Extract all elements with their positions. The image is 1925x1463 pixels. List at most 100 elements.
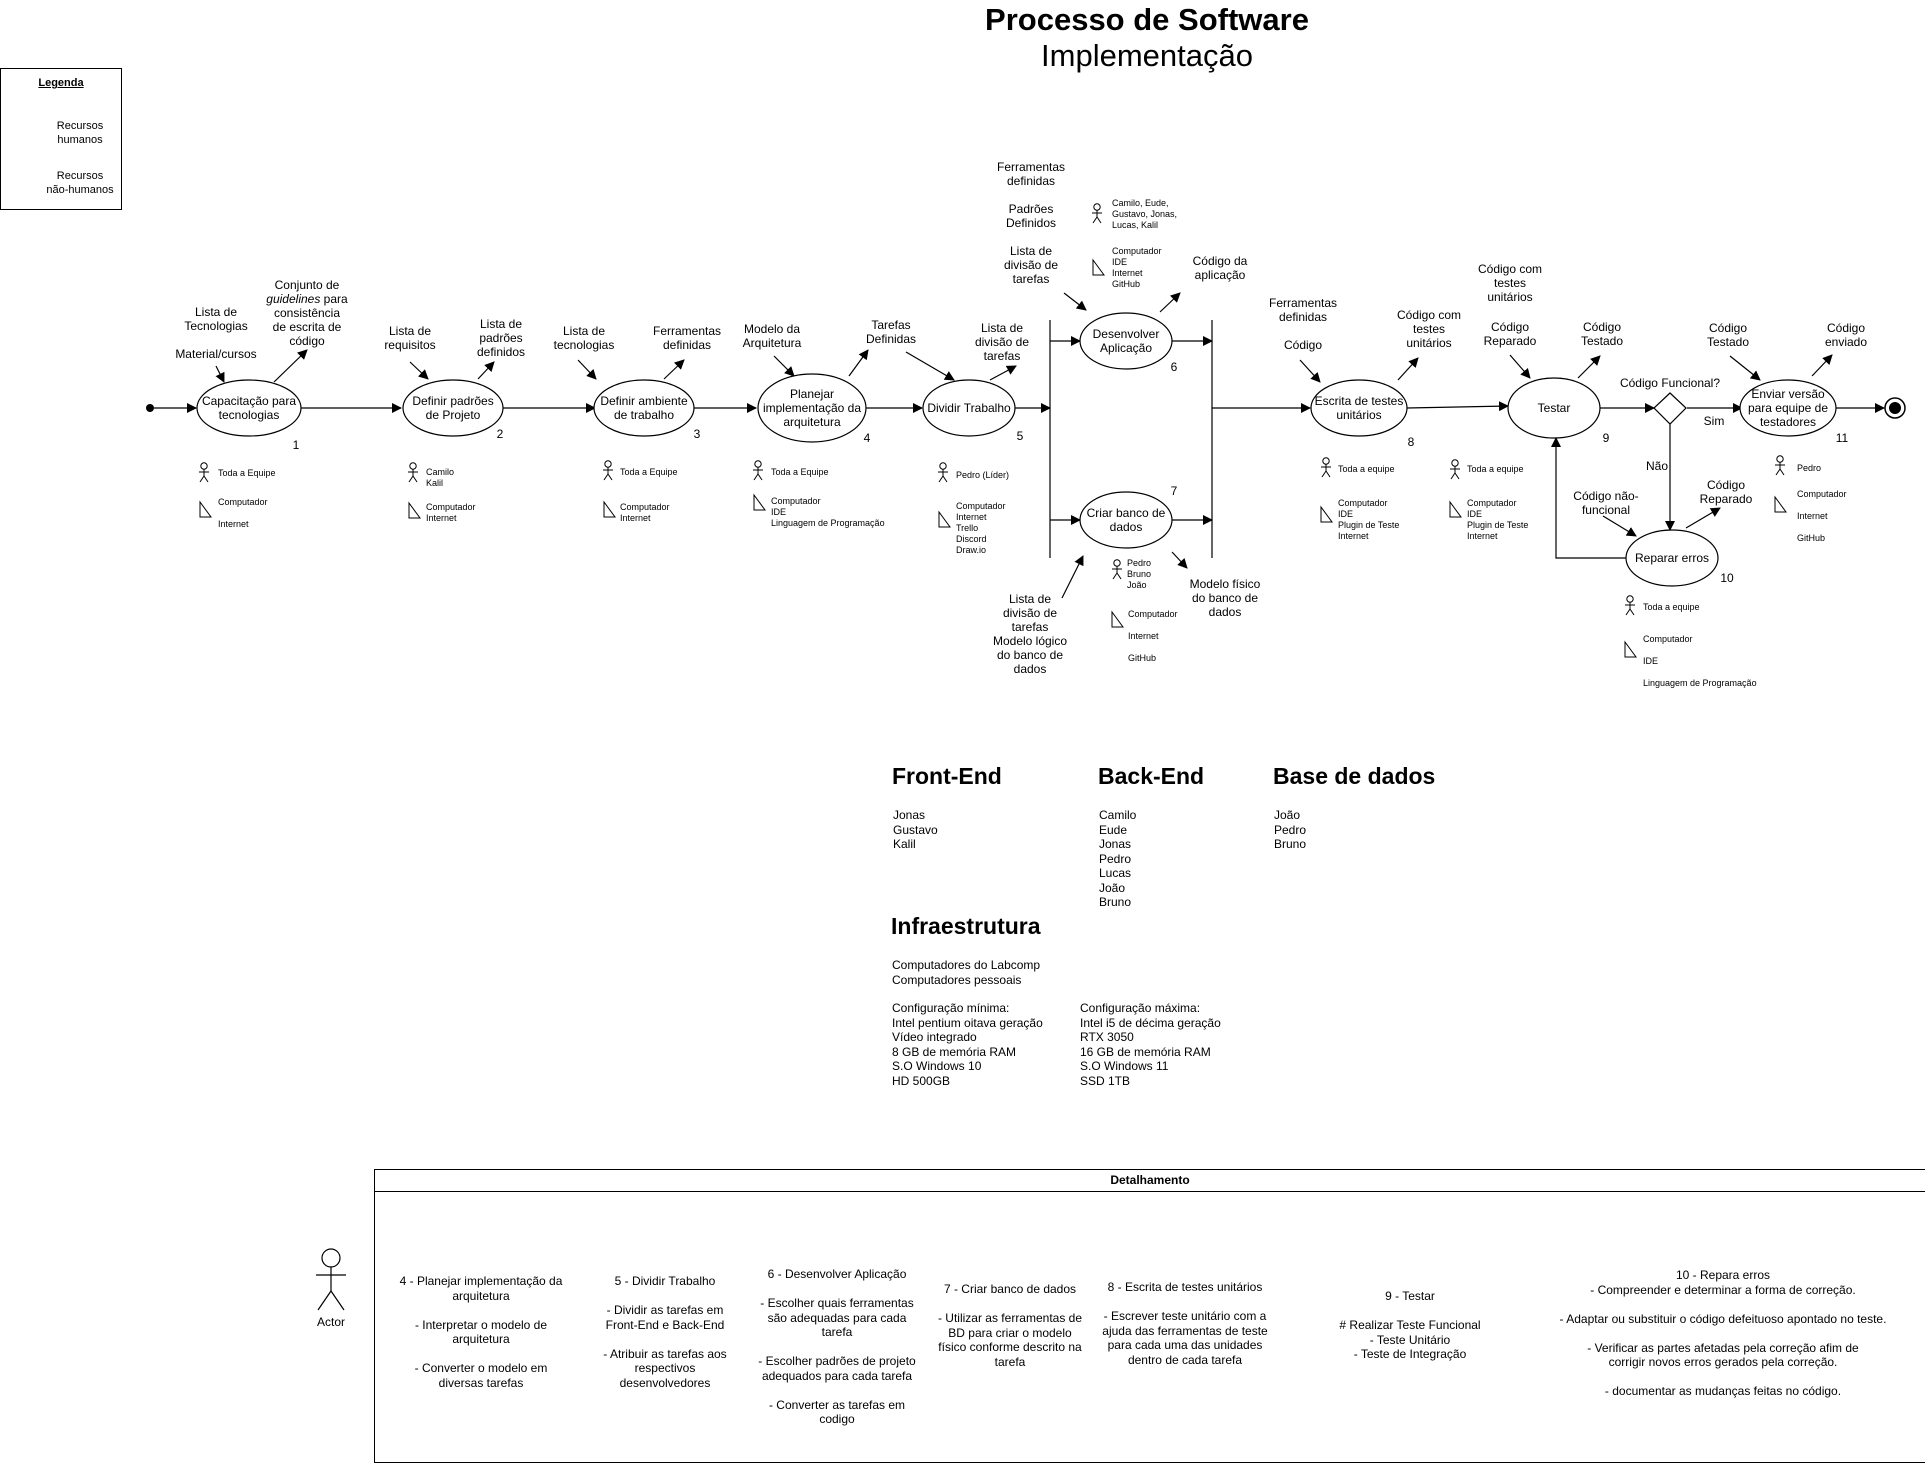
node-4-label: Planejar implementação da arquitetura (762, 387, 862, 429)
input-2: Lista de requisitos (384, 324, 436, 352)
r1-nonhuman-icon (199, 501, 212, 518)
node-7-label: Criar banco de dados (1086, 506, 1166, 534)
r11-nonhuman: Computador Internet GitHub (1797, 489, 1847, 543)
node-9-label: Testar (1537, 401, 1571, 415)
input-8: Ferramentas definidas Código (1268, 296, 1338, 352)
input-6: Ferramentas definidas Padrões Definidos … (996, 160, 1066, 286)
input-10: Código não- funcional (1573, 489, 1639, 517)
output-5: Lista de divisão de tarefas (974, 321, 1030, 363)
node-11-ellipse (1739, 379, 1837, 437)
r9-human: Toda a equipe (1467, 464, 1524, 474)
arrow-out-7 (1171, 551, 1188, 569)
r7-nonhuman: Computador Internet GitHub (1128, 609, 1178, 663)
output-4: Tarefas Definidas (865, 318, 917, 346)
r6-nonhuman-icon (1092, 259, 1105, 276)
arrow-in-10 (1602, 515, 1637, 537)
arrow-out-10 (1685, 507, 1721, 529)
min-config: Configuração mínima: Intel pentium oitav… (892, 1001, 1043, 1088)
arrow-in-7 (1061, 555, 1084, 599)
r3-nonhuman: Computador Internet (620, 502, 670, 523)
arrow-out-2 (477, 361, 495, 380)
r10-nonhuman: Computador IDE Linguagem de Programação (1643, 634, 1757, 688)
output-3: Ferramentas definidas (652, 324, 722, 352)
r5-nonhuman-icon (938, 511, 951, 528)
r10-human: Toda a equipe (1643, 602, 1700, 612)
node-2-number: 2 (496, 427, 504, 441)
infra-text: Computadores do Labcomp Computadores pes… (892, 958, 1041, 987)
arrow-out-3 (663, 359, 685, 380)
max-config: Configuração máxima: Intel i5 de décima … (1080, 1001, 1221, 1088)
front-end-title: Front-End (892, 763, 1002, 789)
database-members: João Pedro Bruno (1274, 808, 1307, 851)
node-6-number: 6 (1170, 360, 1178, 374)
node-3-number: 3 (693, 427, 701, 441)
input-9-b: Código Reparado (1483, 320, 1537, 348)
node-4-ellipse (757, 373, 867, 443)
actor-label: Actor (316, 1315, 345, 1329)
r1-human-icon (198, 462, 210, 483)
actor-icon (316, 1248, 346, 1311)
arrow-in-3 (577, 359, 597, 380)
r9-human-icon (1449, 459, 1461, 480)
output-9: Código Testado (1580, 320, 1624, 348)
node-5-label: Dividir Trabalho (927, 401, 1011, 415)
detail-header: Detalhamento (375, 1170, 1925, 1192)
node-1-label: Capacitação para tecnologias (201, 394, 297, 422)
arrow-in-4 (773, 355, 795, 377)
detail-9: 9 - Testar # Realizar Teste Funcional - … (1339, 1289, 1481, 1361)
output-8: Código com testes unitários (1396, 308, 1462, 350)
legend: Legenda Recursos humanos Recursos não-hu… (0, 68, 122, 210)
arrow-in-9 (1509, 354, 1531, 379)
node-2-label: Definir padrões de Projeto (412, 394, 494, 422)
database-title: Base de dados (1273, 763, 1436, 789)
node-10-number: 10 (1720, 571, 1734, 585)
arrow-4-to-5-input (905, 351, 955, 381)
r3-human: Toda a Equipe (620, 467, 678, 477)
detail-5: 5 - Dividir Trabalho - Dividir as tarefa… (603, 1274, 727, 1390)
node-9-number: 9 (1602, 431, 1610, 445)
output-10: Código Reparado (1699, 478, 1753, 506)
node-7-number: 7 (1170, 484, 1178, 498)
r11-human-icon (1774, 455, 1786, 476)
node-8-number: 8 (1407, 435, 1415, 449)
detail-10: 10 - Repara erros - Compreender e determ… (1559, 1268, 1887, 1398)
node-8-ellipse (1310, 379, 1408, 437)
r4-nonhuman-icon (753, 494, 766, 511)
page-title: Processo de Software (985, 2, 1309, 37)
end-node (1884, 397, 1906, 419)
r6-nonhuman: Computador IDE Internet GitHub (1112, 246, 1162, 289)
arrow-out-4 (848, 349, 869, 377)
r5-nonhuman: Computador Internet Trello Discord Draw.… (956, 501, 1006, 555)
r7-human-icon (1111, 559, 1123, 580)
decision-label: Código Funcional? (1619, 376, 1721, 390)
r2-nonhuman-icon (408, 502, 421, 519)
r10-human-icon (1624, 595, 1636, 616)
front-end-members: Jonas Gustavo Kalil (893, 808, 938, 851)
r11-nonhuman-icon (1774, 496, 1787, 513)
back-end-title: Back-End (1098, 763, 1205, 789)
arrow-in-8 (1299, 359, 1321, 383)
r8-human: Toda a equipe (1338, 464, 1395, 474)
arrow-out-5 (989, 365, 1017, 381)
node-5-ellipse (922, 379, 1016, 437)
r2-nonhuman: Computador Internet (426, 502, 476, 523)
start-node (146, 404, 154, 412)
arrow-out-11 (1811, 354, 1833, 377)
r3-nonhuman-icon (603, 501, 616, 518)
r10-nonhuman-icon (1624, 641, 1637, 658)
detail-7: 7 - Criar banco de dados - Utilizar as f… (937, 1282, 1083, 1369)
arrow-out-6 (1159, 292, 1181, 313)
r8-human-icon (1320, 457, 1332, 478)
r9-nonhuman-icon (1449, 501, 1462, 518)
r7-human: Pedro Bruno João (1127, 558, 1152, 590)
flow-8-9 (1406, 401, 1509, 412)
r7-nonhuman-icon (1111, 611, 1124, 628)
legend-nonhuman-label: Recursos não-humanos (46, 170, 114, 196)
decision-diamond (1653, 392, 1687, 425)
node-6-label: Desenvolver Aplicação (1092, 327, 1160, 355)
r8-nonhuman: Computador IDE Plugin de Teste Internet (1338, 498, 1400, 541)
input-11: Código Testado (1706, 321, 1750, 349)
node-9-ellipse (1507, 377, 1601, 439)
node-11-number: 11 (1835, 431, 1849, 445)
